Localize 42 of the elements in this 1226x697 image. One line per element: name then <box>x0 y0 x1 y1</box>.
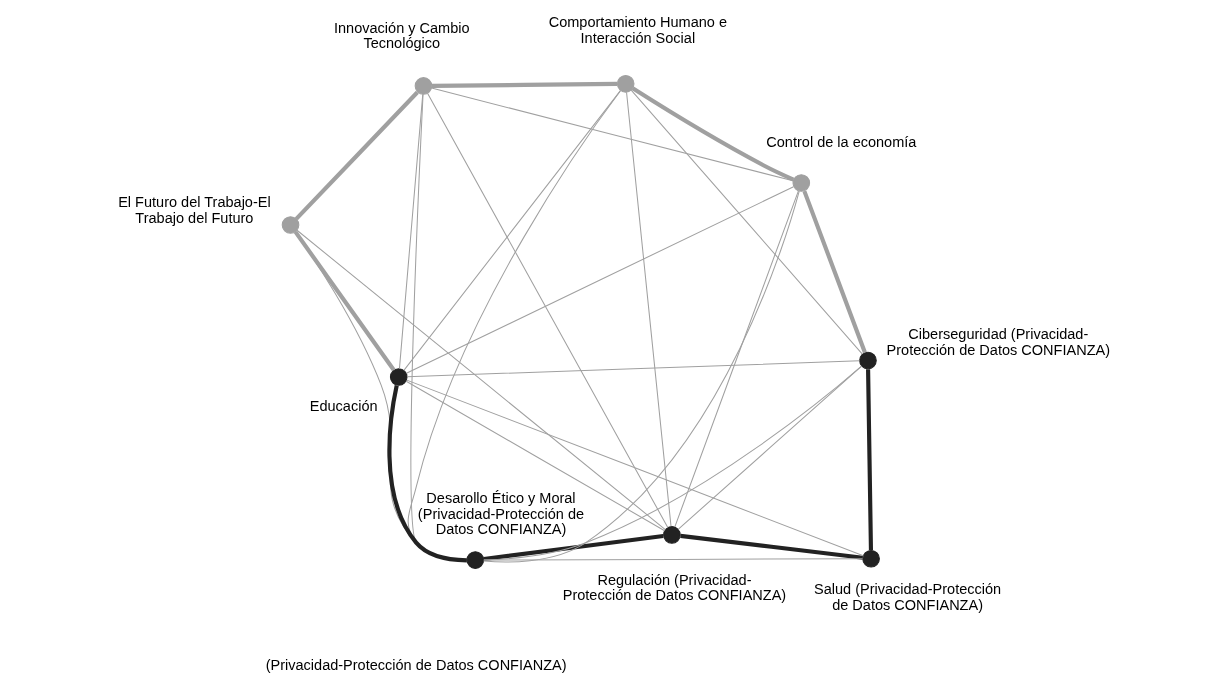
node-circle <box>389 368 408 386</box>
label: (Privacidad-Protección de Datos CONFIANZA) <box>265 656 567 673</box>
node-label: Innovación y Cambio Tecnológico <box>333 19 470 52</box>
connector <box>386 385 467 563</box>
connector <box>430 87 794 182</box>
connector <box>865 369 873 551</box>
node-circle <box>414 77 432 95</box>
connector <box>296 229 666 531</box>
node-label: Salud (Privacidad-Protección de Datos CONFIANZA) <box>813 581 1001 613</box>
connector <box>294 90 419 221</box>
connector <box>679 533 863 560</box>
connector <box>405 186 794 374</box>
node-label: Educación <box>309 398 378 415</box>
connector <box>625 91 672 527</box>
node-label: Regulación (Privacidad-Protección de Datos CONFIANZA) <box>562 571 786 604</box>
node-label: El Futuro del Trabajo-El Trabajo del Futuro <box>117 194 271 226</box>
connector <box>631 86 794 182</box>
connector <box>482 365 862 561</box>
connector <box>482 190 800 563</box>
node-circle <box>858 351 877 370</box>
node-circle <box>662 526 681 544</box>
connector <box>405 380 665 532</box>
node-label: Control de la economía <box>765 134 916 151</box>
connector <box>431 81 617 88</box>
connector <box>398 93 423 370</box>
node-label: Ciberseguridad (Privacidad-Protección de Datos CONFIANZA) <box>886 325 1110 358</box>
connector <box>483 533 663 562</box>
connector <box>630 89 863 355</box>
node-circle <box>466 551 484 569</box>
node-circle <box>792 174 810 192</box>
connector <box>673 190 799 528</box>
connector <box>293 230 395 372</box>
connector <box>801 190 867 354</box>
node-circle <box>861 549 880 568</box>
node-label: Desarollo Ético y Moral (Privacidad-Protección de Datos CONFIANZA) <box>417 490 584 538</box>
connector <box>426 92 668 528</box>
connector <box>405 379 864 557</box>
connector <box>402 90 621 371</box>
node-circle <box>281 216 299 234</box>
connector <box>406 360 860 378</box>
node-label: Comportamiento Humano e Interacción Social <box>548 14 727 46</box>
node-circle <box>616 75 634 93</box>
